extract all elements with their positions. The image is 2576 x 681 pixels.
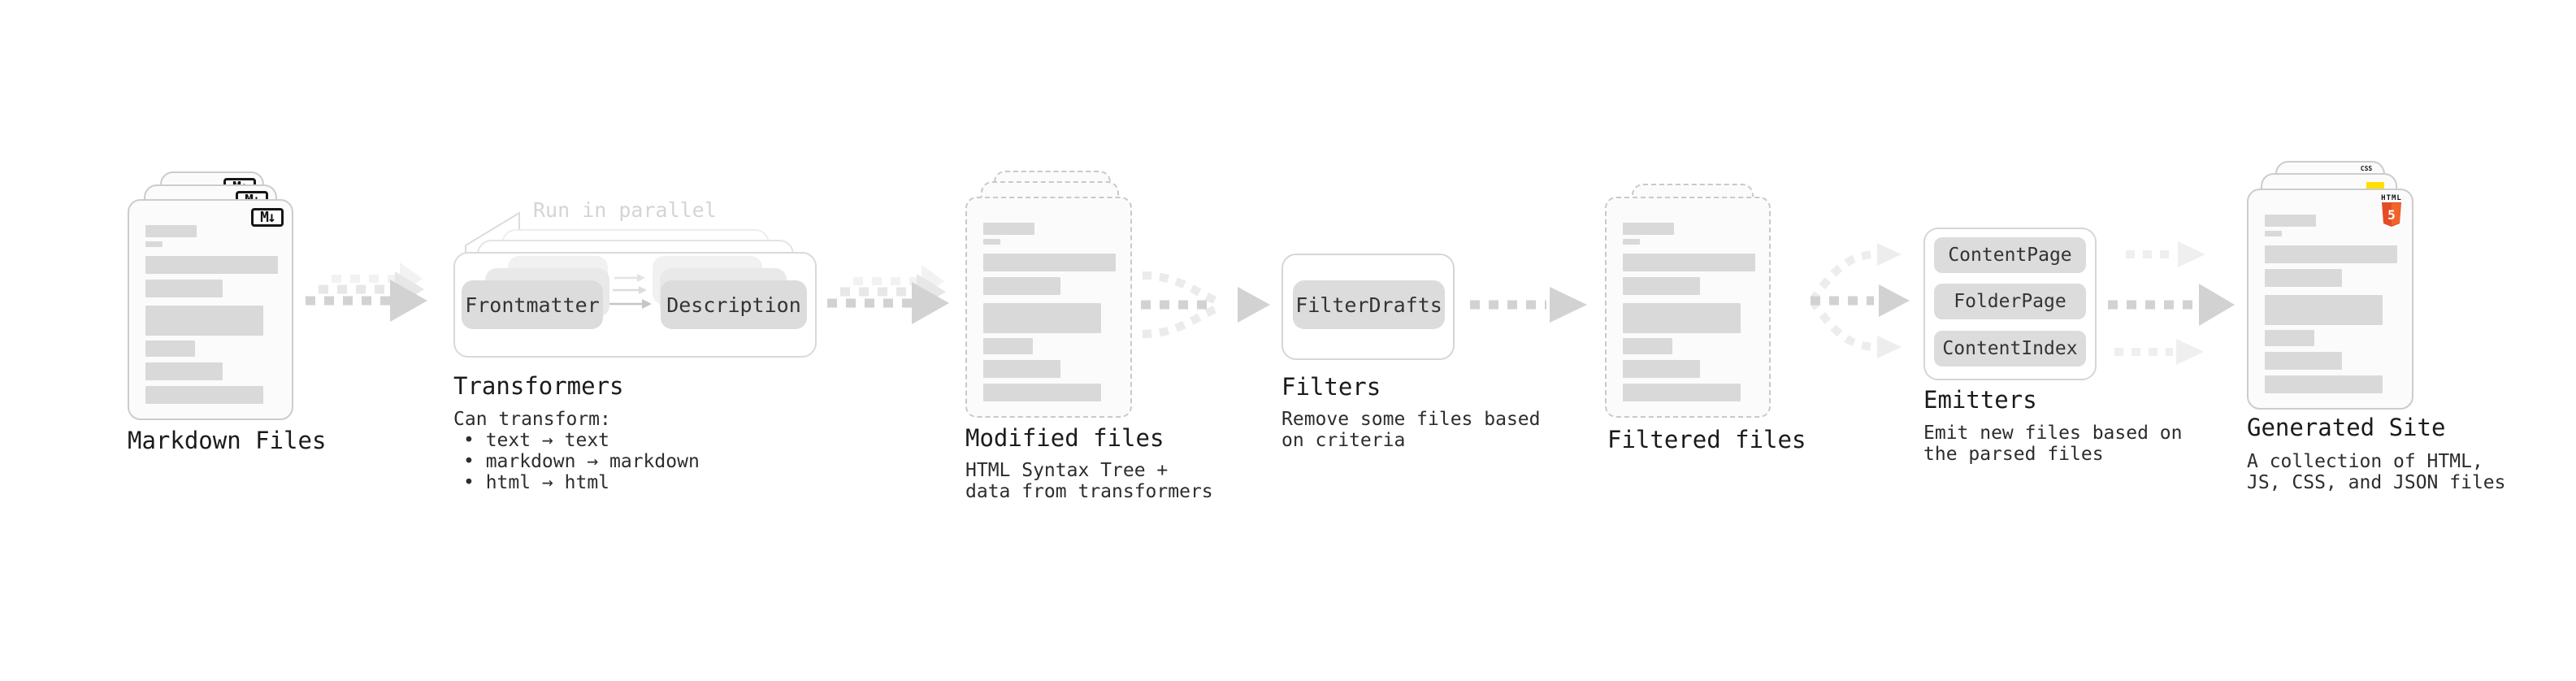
placeholder-bar [983, 277, 1060, 295]
placeholder-bar [1623, 360, 1700, 378]
emitters-title: Emitters [1923, 386, 2037, 414]
emitters-subtitle-line: the parsed files [1923, 444, 2104, 465]
transformers-title: Transformers [453, 372, 624, 400]
placeholder-bar [2265, 245, 2397, 263]
placeholder-bar [145, 340, 195, 357]
fanout-arrow-filtered-to-emitters [1811, 243, 1910, 358]
contentpage-pill: ContentPage [1934, 237, 2086, 273]
placeholder-bar [1623, 277, 1700, 295]
placeholder-bar [1623, 254, 1755, 271]
placeholder-bar [983, 303, 1101, 333]
description-pill: Description [661, 280, 807, 329]
placeholder-bar [2265, 231, 2282, 236]
placeholder-bar [1623, 384, 1741, 401]
placeholder-bar [2265, 352, 2342, 370]
parallel-run-arrows [609, 274, 652, 309]
flow-arrow-markdown-to-transformers [306, 262, 427, 322]
html5-icon: HTML 5 [2379, 194, 2404, 230]
file-content-placeholder [2265, 215, 2397, 399]
js-icon [2366, 182, 2384, 189]
placeholder-bar [145, 225, 197, 237]
emitters-subtitle: Emit new files based on the parsed files [1923, 423, 2183, 465]
file-content-placeholder [1623, 223, 1755, 407]
placeholder-bar [983, 239, 1000, 245]
placeholder-bar [145, 280, 223, 297]
file-content-placeholder [145, 225, 278, 410]
generated-site-title: Generated Site [2247, 414, 2446, 441]
folderpage-pill: FolderPage [1934, 284, 2086, 319]
filtered-files-title: Filtered files [1607, 426, 1806, 453]
contentindex-pill: ContentIndex [1934, 331, 2086, 367]
html5-icon-label: HTML [2381, 194, 2402, 202]
flow-arrow-transformers-to-modified [827, 265, 949, 324]
html5-shield: 5 [2382, 202, 2401, 227]
filters-subtitle: Remove some files based on criteria [1281, 409, 1541, 451]
flow-arrows-emitters-to-site [2108, 241, 2235, 365]
generated-site-subtitle-line: A collection of HTML, [2247, 451, 2483, 472]
placeholder-bar [983, 254, 1116, 271]
filters-subtitle-line: on criteria [1281, 430, 1406, 451]
placeholder-bar [983, 223, 1034, 235]
generated-site-subtitle: A collection of HTML, JS, CSS, and JSON … [2247, 451, 2506, 493]
modified-files-subtitle-line: data from transformers [965, 481, 1213, 502]
modified-files-subtitle-line: HTML Syntax Tree + [965, 460, 1169, 481]
placeholder-bar [1623, 338, 1672, 354]
filterdrafts-pill: FilterDrafts [1293, 280, 1445, 329]
transformers-subtitle-line: Can transform: [453, 409, 611, 430]
placeholder-bar [145, 256, 278, 274]
css-icon-label: CSS [2360, 165, 2373, 172]
filtered-file-card [1605, 197, 1771, 418]
site-file-card-front: HTML 5 [2247, 189, 2413, 410]
transformers-bullet: • text → text [463, 430, 610, 451]
filters-title: Filters [1281, 373, 1381, 401]
modified-file-card [965, 197, 1132, 418]
modified-files-title: Modified files [965, 424, 1164, 452]
placeholder-bar [145, 241, 163, 247]
transformers-bullet: • html → html [463, 472, 610, 493]
svg-text:5: 5 [2387, 207, 2396, 223]
run-in-parallel-note: Run in parallel [533, 198, 717, 222]
filters-subtitle-line: Remove some files based [1281, 409, 1541, 430]
generated-site-subtitle-line: JS, CSS, and JSON files [2247, 472, 2506, 493]
flow-arrow-filters-to-filtered [1470, 287, 1587, 323]
transformers-subtitle: Can transform: • text → text • markdown … [453, 409, 700, 493]
emitters-subtitle-line: Emit new files based on [1923, 423, 2183, 444]
placeholder-bar [2265, 215, 2316, 227]
placeholder-bar [145, 362, 223, 380]
placeholder-bar [1623, 239, 1640, 245]
placeholder-bar [2265, 330, 2314, 346]
markdown-file-card-front: M↓ [128, 199, 293, 420]
modified-files-subtitle: HTML Syntax Tree + data from transformer… [965, 460, 1213, 502]
placeholder-bar [2265, 269, 2342, 287]
file-content-placeholder [983, 223, 1116, 407]
placeholder-bar [983, 360, 1060, 378]
placeholder-bar [145, 306, 263, 336]
placeholder-bar [2265, 375, 2383, 393]
markdown-icon: M↓ [251, 208, 284, 227]
markdown-files-title: Markdown Files [128, 427, 327, 454]
placeholder-bar [1623, 303, 1741, 333]
merge-arrow-modified-to-filters [1141, 271, 1270, 338]
transformers-bullet: • markdown → markdown [463, 451, 700, 472]
placeholder-bar [145, 386, 263, 404]
placeholder-bar [983, 338, 1033, 354]
frontmatter-pill: Frontmatter [462, 280, 603, 329]
placeholder-bar [1623, 223, 1674, 235]
placeholder-bar [983, 384, 1101, 401]
placeholder-bar [2265, 295, 2383, 325]
